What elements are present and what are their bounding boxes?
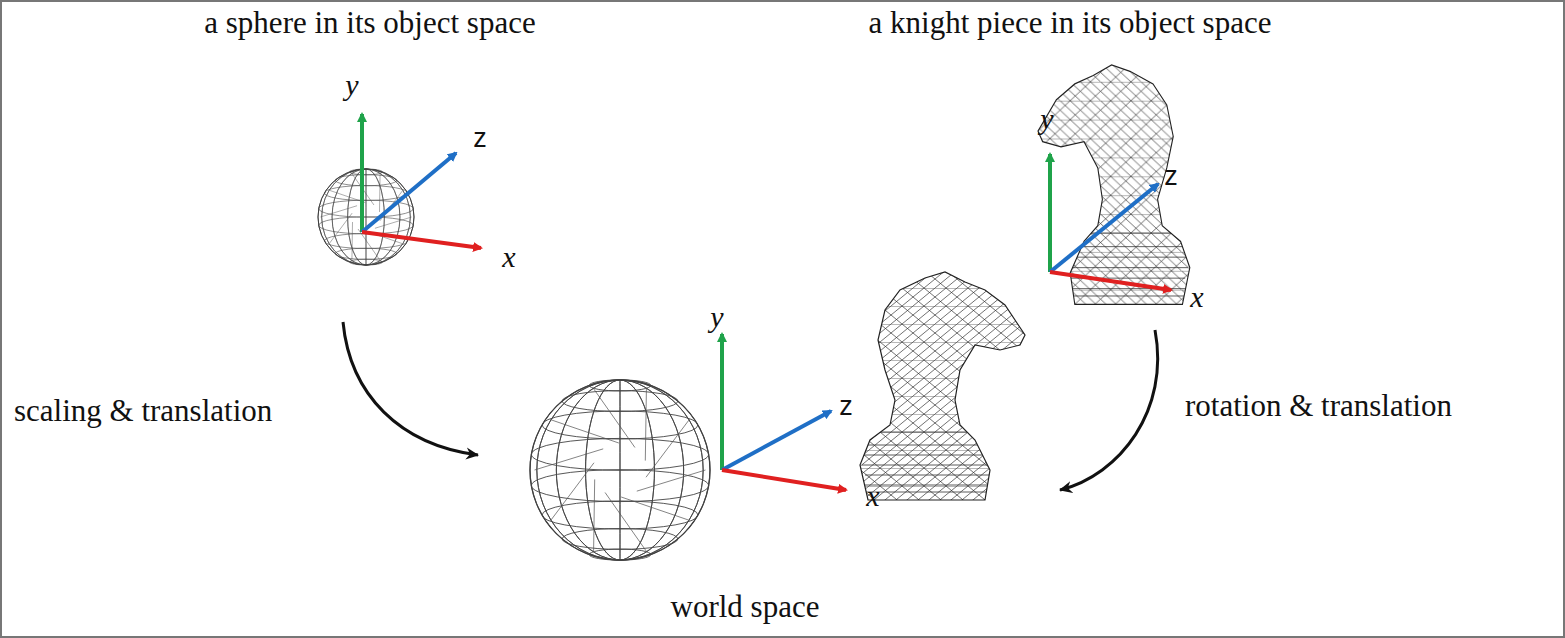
knight-mesh [850,265,1030,505]
knight-mesh [1033,58,1199,310]
axis-label: z [473,124,487,154]
axis-label: x [1190,280,1203,313]
axes [362,114,481,248]
transform-label: rotation & translation [1185,389,1452,423]
heading-label: a sphere in its object space [204,6,535,40]
axes [722,334,846,490]
sphere-mesh [318,169,414,265]
axis-label: y [1040,102,1053,135]
axis-label: x [502,240,515,273]
axis-label: x [866,479,879,512]
axis-label: y [345,68,358,101]
transform-arrow [1060,330,1158,490]
sphere-mesh [530,380,710,560]
heading-label: a knight piece in its object space [869,6,1272,40]
axis-label: z [839,392,853,422]
caption-label: world space [671,590,820,624]
transform-label: scaling & translation [14,394,272,428]
axis-label: y [710,300,723,333]
axis-label: z [1164,162,1178,192]
transform-arrow [343,322,478,455]
axes [1050,154,1171,290]
